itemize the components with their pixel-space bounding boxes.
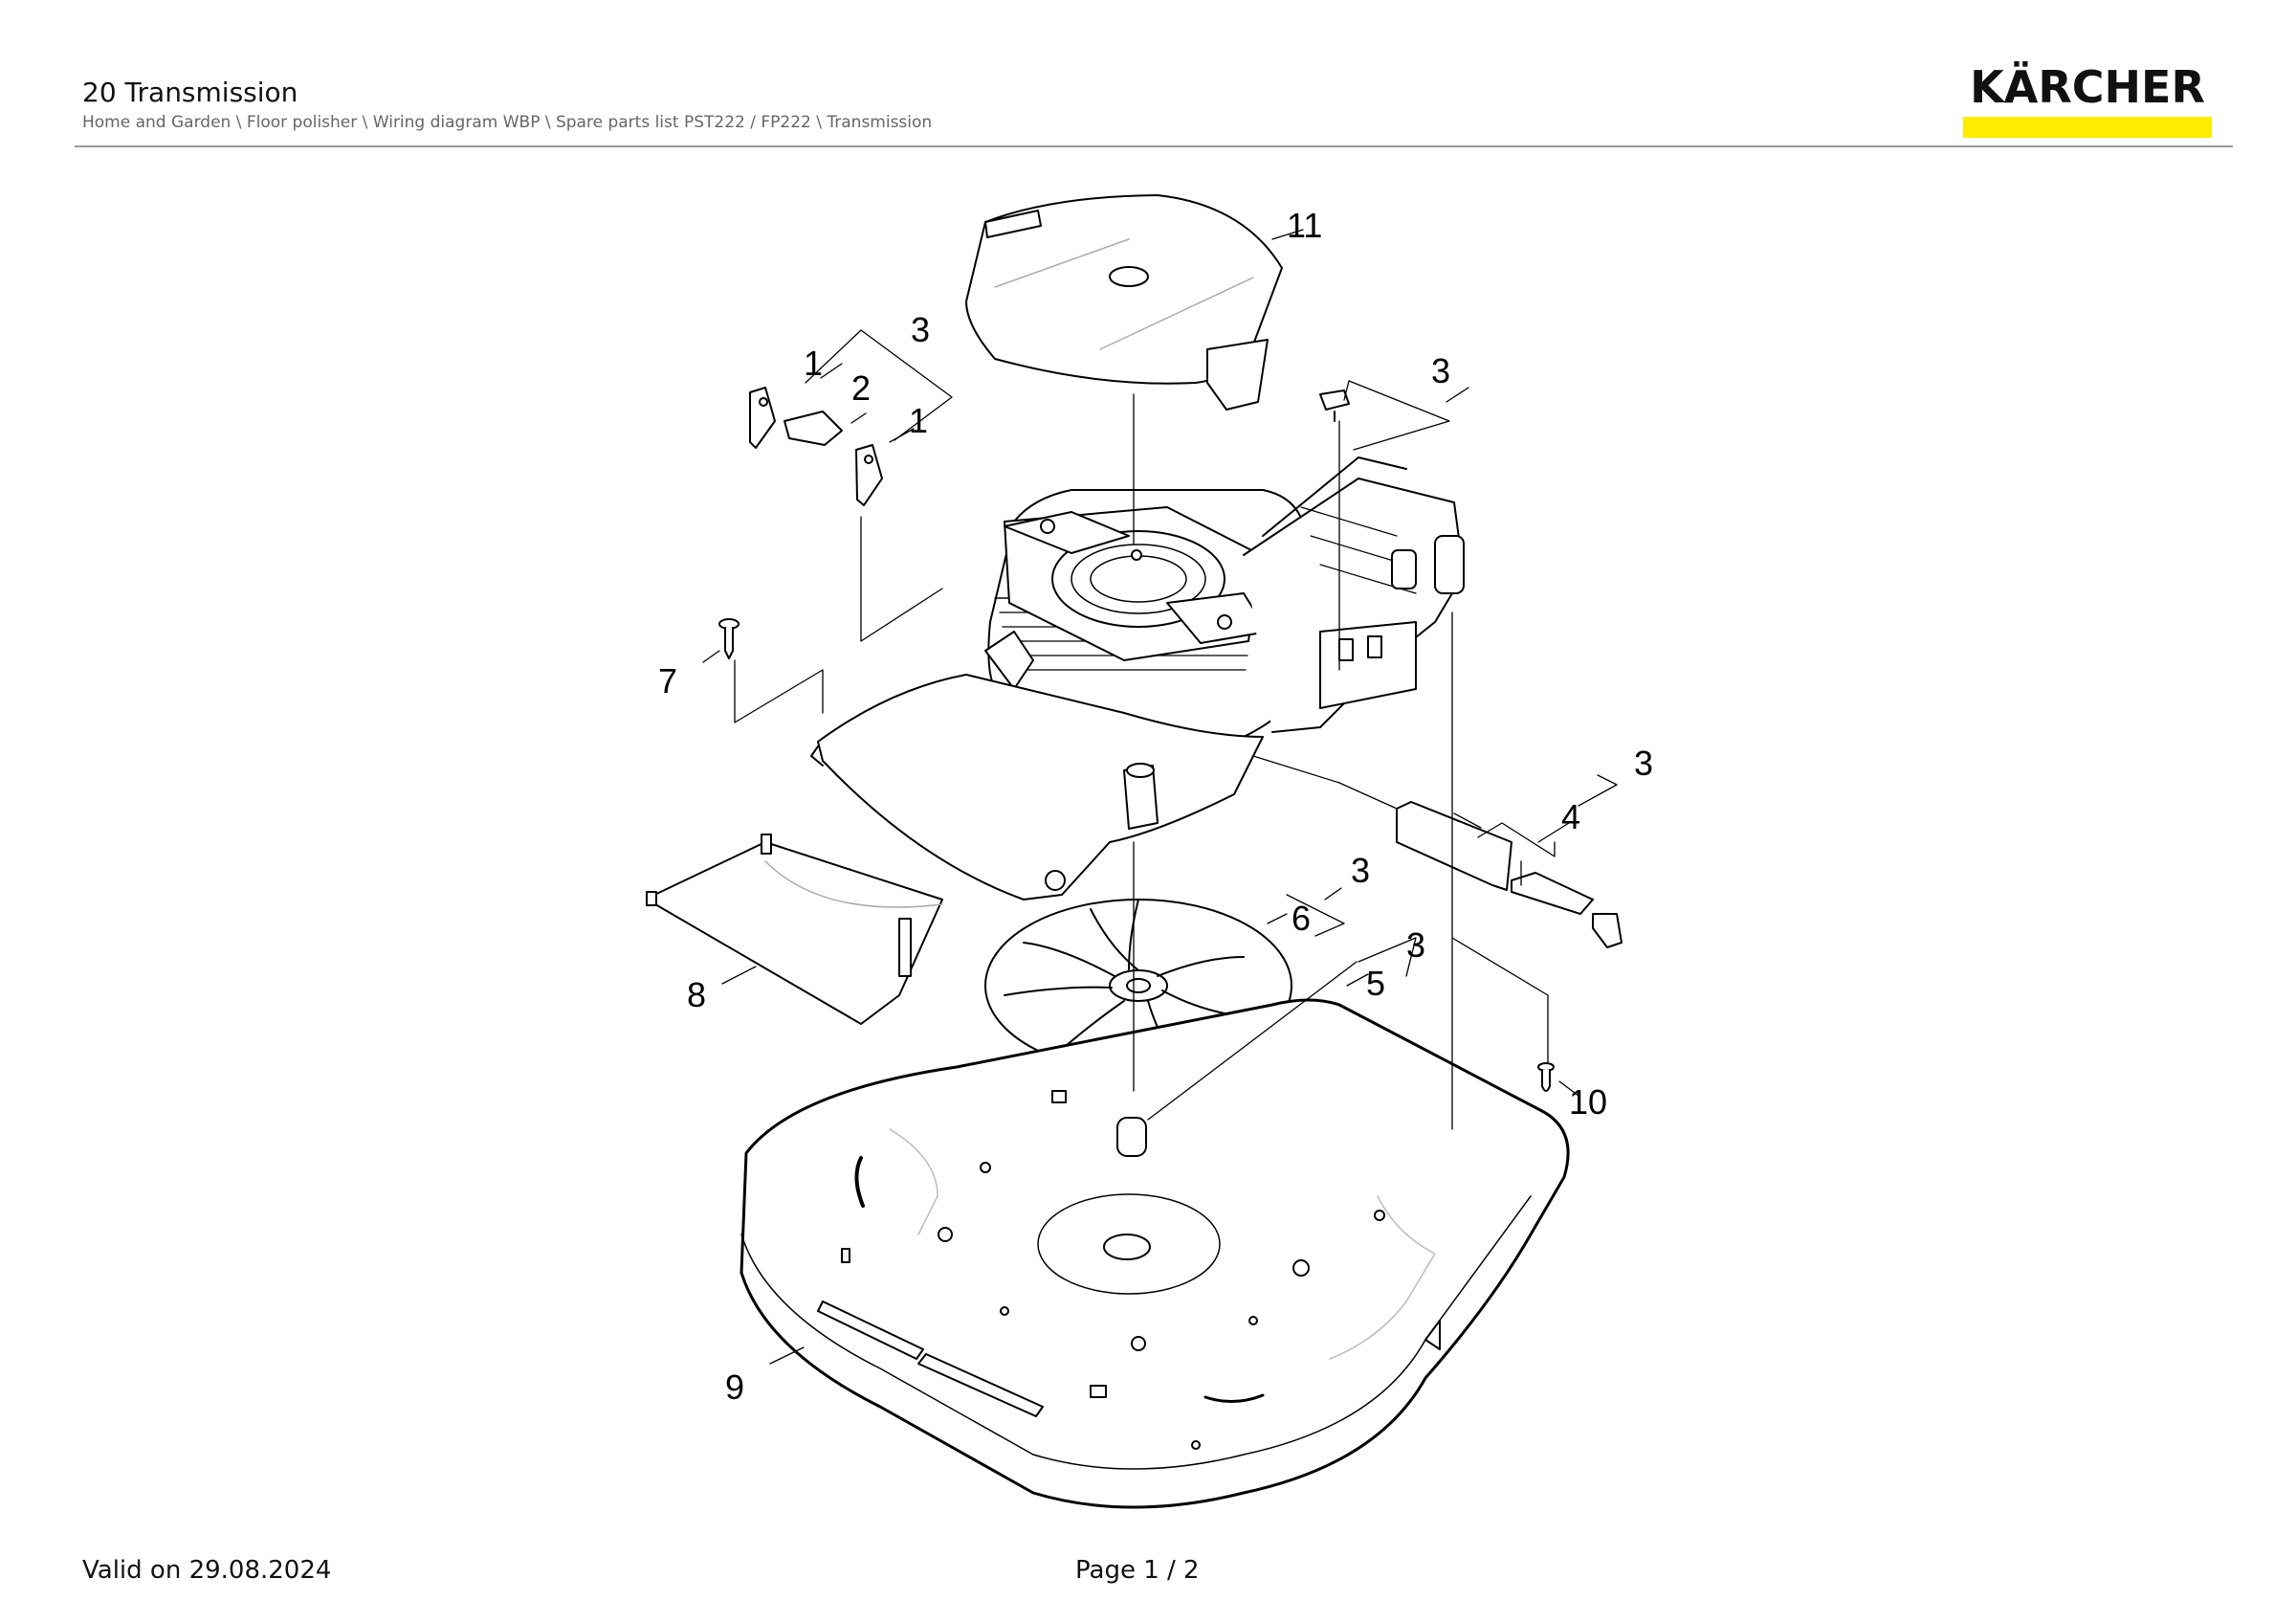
part-base-plate xyxy=(740,998,1570,1509)
callout-2: 2 xyxy=(851,368,871,408)
callout-7: 7 xyxy=(658,661,677,700)
callout-11: 11 xyxy=(1287,206,1322,245)
part-brush-4 xyxy=(1396,801,1623,948)
part-small-block xyxy=(1319,389,1350,422)
callout-labels: 11 3 1 2 1 3 7 3 4 3 6 3 5 8 10 9 xyxy=(658,206,1653,1407)
callout-3-upper-left: 3 xyxy=(911,310,930,349)
part-screw-10 xyxy=(1537,1062,1555,1092)
callout-3-middle: 3 xyxy=(1351,851,1370,890)
callout-6: 6 xyxy=(1292,899,1311,938)
validity-date: Valid on 29.08.2024 xyxy=(82,1556,332,1585)
breadcrumb: Home and Garden \ Floor polisher \ Wirin… xyxy=(82,113,933,132)
part-bulb-2 xyxy=(784,411,843,446)
part-cover xyxy=(965,194,1283,411)
part-deflector xyxy=(646,834,943,1025)
part-clip-1a xyxy=(749,387,776,449)
brand-logo: KÄRCHER xyxy=(1961,61,2214,138)
callout-4: 4 xyxy=(1561,797,1580,836)
callout-10: 10 xyxy=(1569,1082,1607,1122)
callout-3-right: 3 xyxy=(1634,744,1653,783)
part-screw-7 xyxy=(718,618,740,659)
part-motor-housing xyxy=(984,456,1465,745)
callout-1-a: 1 xyxy=(804,344,823,383)
header-divider xyxy=(75,145,2233,147)
leader-lines xyxy=(702,229,1618,1365)
callout-3-lower: 3 xyxy=(1406,925,1425,965)
part-clip-1b xyxy=(855,444,883,506)
brand-logo-text: KÄRCHER xyxy=(1970,61,2205,113)
brand-logo-bar xyxy=(1963,117,2212,138)
callout-3-upper-right: 3 xyxy=(1431,351,1450,390)
callout-8: 8 xyxy=(687,975,706,1014)
callout-9: 9 xyxy=(725,1367,744,1407)
part-fan-shroud xyxy=(810,674,1264,900)
callout-1-b: 1 xyxy=(909,401,928,440)
page-number: Page 1 / 2 xyxy=(1075,1556,1200,1585)
callout-5: 5 xyxy=(1366,964,1385,1003)
page-title: 20 Transmission xyxy=(82,77,298,108)
